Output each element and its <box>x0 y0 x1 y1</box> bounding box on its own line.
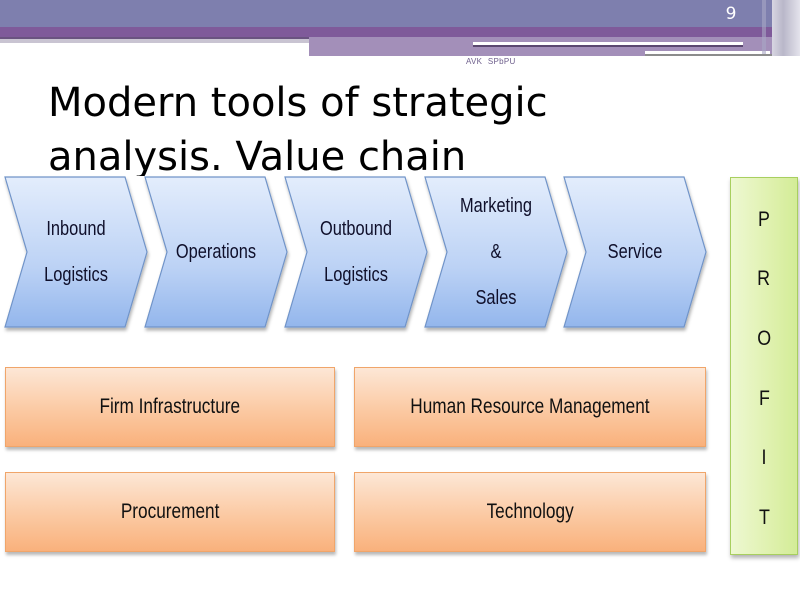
header-line <box>645 51 770 54</box>
support-activity-label: Human Resource Management <box>410 395 650 418</box>
profit-letter: T <box>758 506 770 530</box>
profit-letter: P <box>758 207 770 231</box>
support-activity-label: Technology <box>486 500 574 523</box>
profit-letter: F <box>758 386 770 410</box>
header-line <box>473 42 743 45</box>
profit-letter: R <box>757 267 771 291</box>
primary-activity-service: Service <box>563 176 708 330</box>
profit-letter: I <box>761 446 767 470</box>
header-divider <box>0 37 309 39</box>
chevron-shape-icon <box>4 176 148 328</box>
chevron-shape-icon <box>424 176 568 328</box>
author-tag: AVK SPbPU <box>466 57 516 66</box>
profit-letter: O <box>757 327 771 351</box>
header-edge-accent <box>762 0 766 54</box>
activity-label-line1: Marketing & <box>459 195 533 263</box>
chevron-shape-icon <box>144 176 288 328</box>
header-accent-stripe <box>0 27 772 37</box>
primary-activity-outbound-logistics: Outbound Logistics <box>284 176 429 330</box>
header-divider-shadow <box>0 39 309 43</box>
page-number: 9 <box>725 4 737 24</box>
activity-label-line1: Operations <box>175 241 257 263</box>
header-line <box>473 45 743 47</box>
header-line <box>645 54 772 56</box>
activity-label-line1: Outbound <box>319 218 393 240</box>
support-activity-hrm: Human Resource Management <box>354 367 706 447</box>
chevron-shape-icon <box>563 176 707 328</box>
header-edge <box>772 0 800 56</box>
activity-label-line1: Service <box>607 241 663 263</box>
primary-activity-marketing-sales: Marketing & Sales <box>424 176 569 330</box>
profit-margin-bar: P R O F I T <box>730 177 798 555</box>
primary-activity-inbound-logistics: Inbound Logistics <box>4 176 149 330</box>
chevron-shape-icon <box>284 176 428 328</box>
activity-label-line2: Logistics <box>44 264 108 286</box>
support-activity-label: Firm Infrastructure <box>99 395 241 418</box>
support-activity-label: Procurement <box>120 500 220 523</box>
header-band <box>0 0 772 27</box>
primary-activity-operations: Operations <box>144 176 289 330</box>
activity-label-line2: Logistics <box>324 264 388 286</box>
activity-label-line1: Inbound <box>46 218 106 240</box>
support-activity-technology: Technology <box>354 472 706 552</box>
support-activity-procurement: Procurement <box>5 472 335 552</box>
activity-label-line2: Sales <box>475 287 517 309</box>
slide-title: Modern tools of strategic analysis. Valu… <box>48 80 548 176</box>
support-activity-firm-infrastructure: Firm Infrastructure <box>5 367 335 447</box>
